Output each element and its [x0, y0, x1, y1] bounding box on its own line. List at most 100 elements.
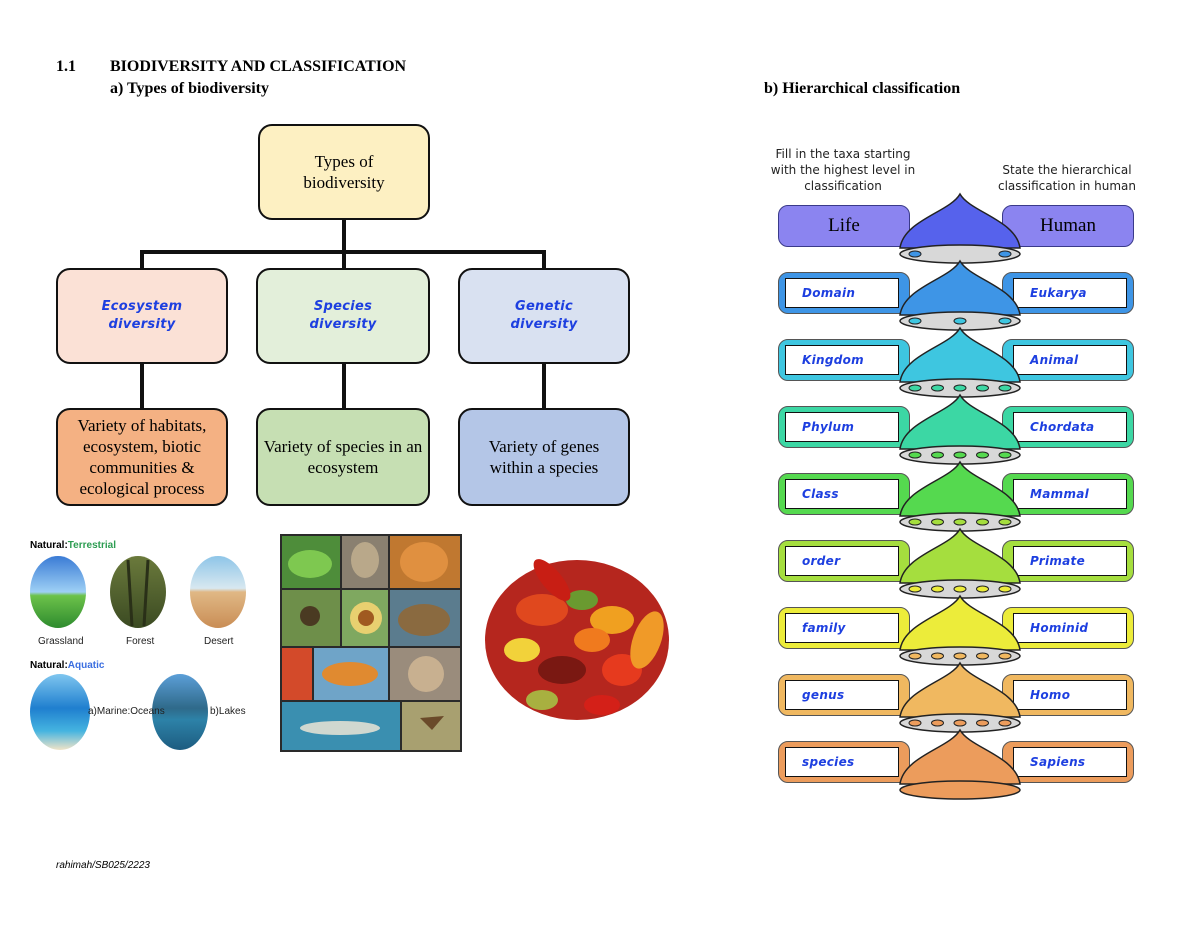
human-taxon-field[interactable]: Mammal: [1013, 479, 1127, 509]
grassland-image: [30, 556, 86, 628]
human-label: Human: [1040, 215, 1096, 236]
grassland-label: Grassland: [38, 636, 84, 647]
taxon-answer: order: [802, 554, 841, 568]
human-taxon-field[interactable]: Sapiens: [1013, 747, 1127, 777]
genetic-diversity-label: Genetic diversity: [510, 299, 578, 332]
lakes-label: b)Lakes: [210, 706, 246, 717]
taxon-field[interactable]: family: [785, 613, 899, 643]
genetic-diversity-box: Genetic diversity: [458, 268, 630, 364]
section-title: BIODIVERSITY AND CLASSIFICATION: [110, 58, 407, 75]
life-label: Life: [828, 215, 860, 236]
desert-label: Desert: [204, 636, 234, 647]
right-instruction: State the hierarchical classification in…: [997, 163, 1137, 193]
bell-segment: [899, 326, 1021, 398]
root-label: Types of biodiversity: [303, 152, 385, 192]
human-taxon-field[interactable]: Primate: [1013, 546, 1127, 576]
bell-segment: [899, 527, 1021, 599]
part-b-heading: b) Hierarchical classification: [764, 80, 961, 97]
connector: [542, 250, 546, 270]
taxon-frame: Phylum: [778, 406, 910, 448]
human-taxon-field[interactable]: Eukarya: [1013, 278, 1127, 308]
taxon-field[interactable]: Phylum: [785, 412, 899, 442]
connector: [542, 362, 546, 410]
footer-credit: rahimah/SB025/2223: [56, 860, 150, 871]
bell-segment: [899, 594, 1021, 666]
nested-bells-graphic: [899, 192, 1021, 800]
connector: [342, 220, 346, 252]
taxon-field[interactable]: Domain: [785, 278, 899, 308]
taxon-field[interactable]: order: [785, 546, 899, 576]
taxon-field[interactable]: Class: [785, 479, 899, 509]
taxon-answer: species: [802, 755, 855, 769]
human-taxon-answer: Sapiens: [1030, 755, 1086, 769]
human-taxon-answer: Primate: [1030, 554, 1086, 568]
human-taxon-answer: Animal: [1030, 353, 1079, 367]
bell-segment: [899, 460, 1021, 532]
taxon-frame: Domain: [778, 272, 910, 314]
habitat-pictures: [30, 556, 246, 750]
life-box: Life: [778, 205, 910, 247]
human-taxon-frame: Hominid: [1002, 607, 1134, 649]
taxon-answer: Domain: [802, 286, 856, 300]
human-taxon-frame: Chordata: [1002, 406, 1134, 448]
species-description-box: Variety of species in an ecosystem: [256, 408, 430, 506]
human-taxon-frame: Primate: [1002, 540, 1134, 582]
taxon-answer: genus: [802, 688, 845, 702]
taxon-frame: genus: [778, 674, 910, 716]
taxon-answer: Kingdom: [802, 353, 864, 367]
bell-segment: [899, 661, 1021, 733]
bell-segment: [899, 728, 1021, 800]
human-taxon-answer: Hominid: [1030, 621, 1089, 635]
ocean-image: [30, 674, 90, 750]
human-taxon-frame: Animal: [1002, 339, 1134, 381]
taxon-frame: Class: [778, 473, 910, 515]
taxon-frame: Kingdom: [778, 339, 910, 381]
taxon-field[interactable]: Kingdom: [785, 345, 899, 375]
taxon-field[interactable]: species: [785, 747, 899, 777]
human-taxon-field[interactable]: Animal: [1013, 345, 1127, 375]
human-taxon-frame: Sapiens: [1002, 741, 1134, 783]
ecosystem-description: Variety of habitats, ecosystem, biotic c…: [77, 416, 207, 498]
part-a-heading: a) Types of biodiversity: [110, 80, 269, 97]
bell-segment: [899, 259, 1021, 331]
connector: [342, 362, 346, 410]
connector: [342, 250, 346, 270]
section-number: 1.1: [56, 58, 76, 75]
ecosystem-diversity-label: Ecosystem diversity: [101, 299, 183, 332]
ecosystem-diversity-box: Ecosystem diversity: [56, 268, 228, 364]
human-taxon-frame: Mammal: [1002, 473, 1134, 515]
left-instruction: Fill in the taxa starting with the highe…: [770, 147, 916, 193]
taxon-answer: family: [802, 621, 846, 635]
taxon-frame: order: [778, 540, 910, 582]
genetic-description-box: Variety of genes within a species: [458, 408, 630, 506]
bell-segment: [899, 393, 1021, 465]
species-collage-image: [280, 534, 462, 752]
chili-peppers-image: [485, 559, 669, 720]
forest-image: [110, 556, 166, 628]
human-taxon-answer: Mammal: [1030, 487, 1090, 501]
human-taxon-frame: Homo: [1002, 674, 1134, 716]
taxon-frame: species: [778, 741, 910, 783]
species-diversity-label: Species diversity: [309, 299, 377, 332]
taxon-field[interactable]: genus: [785, 680, 899, 710]
species-description: Variety of species in an ecosystem: [263, 437, 423, 477]
terrestrial-heading: Natural:Terrestrial: [30, 540, 116, 551]
ecosystem-description-box: Variety of habitats, ecosystem, biotic c…: [56, 408, 228, 506]
lake-image: [152, 674, 208, 750]
aquatic-heading: Natural:Aquatic: [30, 660, 105, 671]
forest-label: Forest: [126, 636, 155, 647]
taxon-answer: Phylum: [802, 420, 855, 434]
connector: [140, 250, 144, 270]
connector: [140, 362, 144, 410]
species-diversity-box: Species diversity: [256, 268, 430, 364]
root-box: Types of biodiversity: [258, 124, 430, 220]
human-taxon-answer: Homo: [1030, 688, 1071, 702]
human-taxon-answer: Eukarya: [1030, 286, 1087, 300]
desert-image: [190, 556, 246, 628]
human-taxon-answer: Chordata: [1030, 420, 1095, 434]
marine-label: a)Marine:Oceans: [88, 706, 165, 717]
human-taxon-field[interactable]: Chordata: [1013, 412, 1127, 442]
human-taxon-field[interactable]: Homo: [1013, 680, 1127, 710]
human-taxon-field[interactable]: Hominid: [1013, 613, 1127, 643]
human-box: Human: [1002, 205, 1134, 247]
